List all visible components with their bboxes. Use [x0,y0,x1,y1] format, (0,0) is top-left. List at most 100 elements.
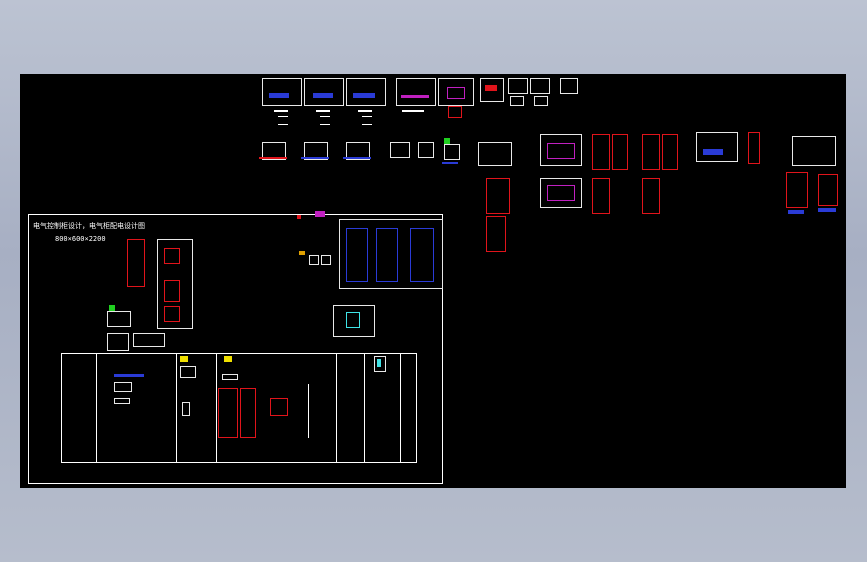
cabinet-in-table[interactable] [218,388,238,438]
red-marker [297,215,301,219]
detail-box[interactable] [107,311,131,327]
component[interactable] [222,374,238,380]
green-marker [444,138,450,144]
cabinet-11[interactable] [818,174,838,206]
cabinet-9[interactable] [748,132,760,164]
column-divider [216,354,217,462]
detail-box[interactable] [133,333,165,347]
caption-line [358,110,372,112]
component[interactable] [182,402,190,416]
thumbnail-7[interactable] [508,78,528,94]
thumbnail-row2-5[interactable] [418,142,434,158]
thumbnail-8[interactable] [530,78,550,94]
caption-line [362,116,372,117]
drawing-dimension: 800×600×2200 [55,235,106,243]
thumbnail-5-detail[interactable] [448,106,462,118]
caption-line [402,110,424,112]
thumbnail-fill [259,157,287,159]
thumbnail-2[interactable] [304,78,344,106]
component[interactable] [114,382,132,392]
blue-bar [114,374,144,377]
thumbnail-4[interactable] [396,78,436,106]
column-divider [364,354,365,462]
column-divider [96,354,97,462]
cabinet-in-table[interactable] [240,388,256,438]
cabinet-6[interactable] [642,134,660,170]
cabinet-4[interactable] [612,134,628,170]
panel-layout[interactable] [339,219,443,289]
orange-marker [299,251,305,255]
cabinet-front-view[interactable] [157,239,193,329]
cad-canvas[interactable]: 电气控制柜设计，电气柜配电设计图 800×600×2200 [20,74,846,488]
thumbnail-row2-4[interactable] [390,142,410,158]
cabinet-7[interactable] [662,134,678,170]
symbol[interactable] [309,255,319,265]
thumbnail-9[interactable] [560,78,578,94]
thumbnail-fill [485,85,497,91]
cabinet-5[interactable] [592,178,610,214]
panel-section [346,228,368,282]
blue-base [788,210,804,214]
panel-section [410,228,434,282]
component-box [164,280,180,302]
thumbnail-row2-3[interactable] [343,142,371,160]
thumbnail-row2-6[interactable] [444,144,460,160]
component[interactable] [374,356,386,372]
schedule-table[interactable] [61,353,417,463]
panel-inner [703,149,723,155]
cabinet-1[interactable] [486,178,510,214]
yellow-marker [224,356,232,362]
thumbnail-row2-1[interactable] [259,142,287,160]
thumbnail-8b[interactable] [534,96,548,106]
caption-line [278,116,288,117]
thumbnail-row2-2[interactable] [301,142,329,160]
yellow-marker [180,356,188,362]
component-red[interactable] [270,398,288,416]
panel-inner [547,185,575,201]
cabinet-10[interactable] [786,172,808,208]
panel-large-2[interactable] [540,178,582,208]
cabinet-2[interactable] [486,216,506,252]
caption-line [362,124,372,125]
cyan-fill [377,359,381,367]
caption-line [320,116,330,117]
thumbnail-fill [343,157,371,159]
caption-line [316,110,330,112]
symbol[interactable] [321,255,331,265]
thumbnail-7b[interactable] [510,96,524,106]
thumbnail-3[interactable] [346,78,386,106]
panel-detail-inner [346,312,360,328]
thumbnail-fill [313,93,333,98]
component-box [164,306,180,322]
thumbnail-fill [353,93,375,98]
thumbnail-fill [401,95,429,98]
thumbnail-5[interactable] [438,78,474,106]
magenta-marker [315,211,325,217]
panel-large-3[interactable] [696,132,738,162]
drawing-title: 电气控制柜设计，电气柜配电设计图 [33,222,145,230]
component[interactable] [180,366,196,378]
column-divider [336,354,337,462]
blue-base [818,208,836,212]
blue-dash [442,162,458,164]
caption-line [320,124,330,125]
detail-box[interactable] [107,333,129,351]
component-box [164,248,180,264]
panel-large-1[interactable] [540,134,582,166]
column-divider [400,354,401,462]
thumbnail-fill [301,157,329,159]
cabinet-elevation[interactable] [127,239,145,287]
component[interactable] [114,398,130,404]
green-marker [109,305,115,311]
thumbnail-1[interactable] [262,78,302,106]
caption-line [274,110,288,112]
cabinet-8[interactable] [642,178,660,214]
thumbnail-fill [269,93,289,98]
cabinet-3[interactable] [592,134,610,170]
vertical-rule [308,384,309,438]
main-drawing-frame[interactable]: 电气控制柜设计，电气柜配电设计图 800×600×2200 [28,211,443,484]
thumbnail-row2-7[interactable] [478,142,512,166]
panel-large-4[interactable] [792,136,836,166]
thumbnail-6[interactable] [480,78,504,102]
panel-detail[interactable] [333,305,375,337]
